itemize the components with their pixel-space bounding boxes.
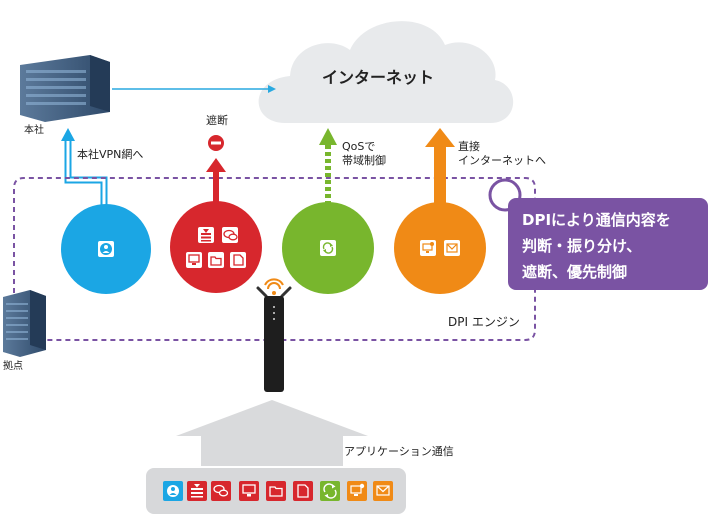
refresh-icon <box>320 240 336 256</box>
block-circle <box>170 201 262 293</box>
dpi-engine-boundary <box>13 177 536 341</box>
folder-icon <box>266 481 286 501</box>
qos-label-1: QoSで <box>342 140 375 153</box>
user-icon <box>98 241 114 257</box>
direct-label-1: 直接 <box>458 139 480 153</box>
mail-icon <box>444 240 460 256</box>
dpi-engine-label: DPI エンジン <box>448 315 520 329</box>
branch-building-icon <box>3 290 46 357</box>
direct-arrow <box>425 128 455 206</box>
folder-icon <box>208 252 224 268</box>
app-comm-label: アプリケーション通信 <box>344 445 454 458</box>
document-stack-icon <box>198 227 214 243</box>
user-icon <box>163 481 183 501</box>
refresh-icon <box>320 481 340 501</box>
qos-circle <box>282 202 374 294</box>
direct-label-2: インターネットへ <box>458 154 546 167</box>
user-monitor-icon <box>420 240 436 256</box>
callout-line-3: 遮断、優先制御 <box>522 263 627 281</box>
vpn-circle <box>61 204 151 294</box>
callout-line-1: DPIにより通信内容を <box>522 211 671 229</box>
hq-vpn-arrow <box>61 128 108 205</box>
dpi-callout: DPIにより通信内容を 判断・振り分け、 遮断、優先制御 <box>508 198 708 290</box>
file-icon <box>230 252 246 268</box>
hq-vpn-label: 本社VPN網へ <box>77 147 143 161</box>
block-label: 遮断 <box>206 113 228 127</box>
hq-label: 本社 <box>24 123 44 136</box>
monitor-icon <box>186 252 202 268</box>
direct-circle <box>394 202 486 294</box>
callout-line-2: 判断・振り分け、 <box>522 237 641 255</box>
user-monitor-icon <box>347 481 367 501</box>
block-arrow <box>206 135 226 206</box>
branch-label: 拠点 <box>3 359 23 372</box>
hq-building-icon <box>20 55 110 122</box>
qos-arrow <box>319 128 337 205</box>
app-icon-bar <box>146 468 406 514</box>
internet-cloud: インターネット <box>258 21 514 123</box>
hq-to-internet-arrow <box>112 85 276 93</box>
router-device-icon <box>256 278 292 392</box>
qos-label-2: 帯域制御 <box>342 153 386 167</box>
monitor-icon <box>239 481 259 501</box>
document-stack-icon <box>187 481 207 501</box>
file-icon <box>293 481 313 501</box>
internet-label: インターネット <box>322 68 434 87</box>
mail-icon <box>373 481 393 501</box>
chat-icon <box>222 227 238 243</box>
app-traffic-arrow <box>176 400 368 466</box>
chat-icon <box>211 481 231 501</box>
